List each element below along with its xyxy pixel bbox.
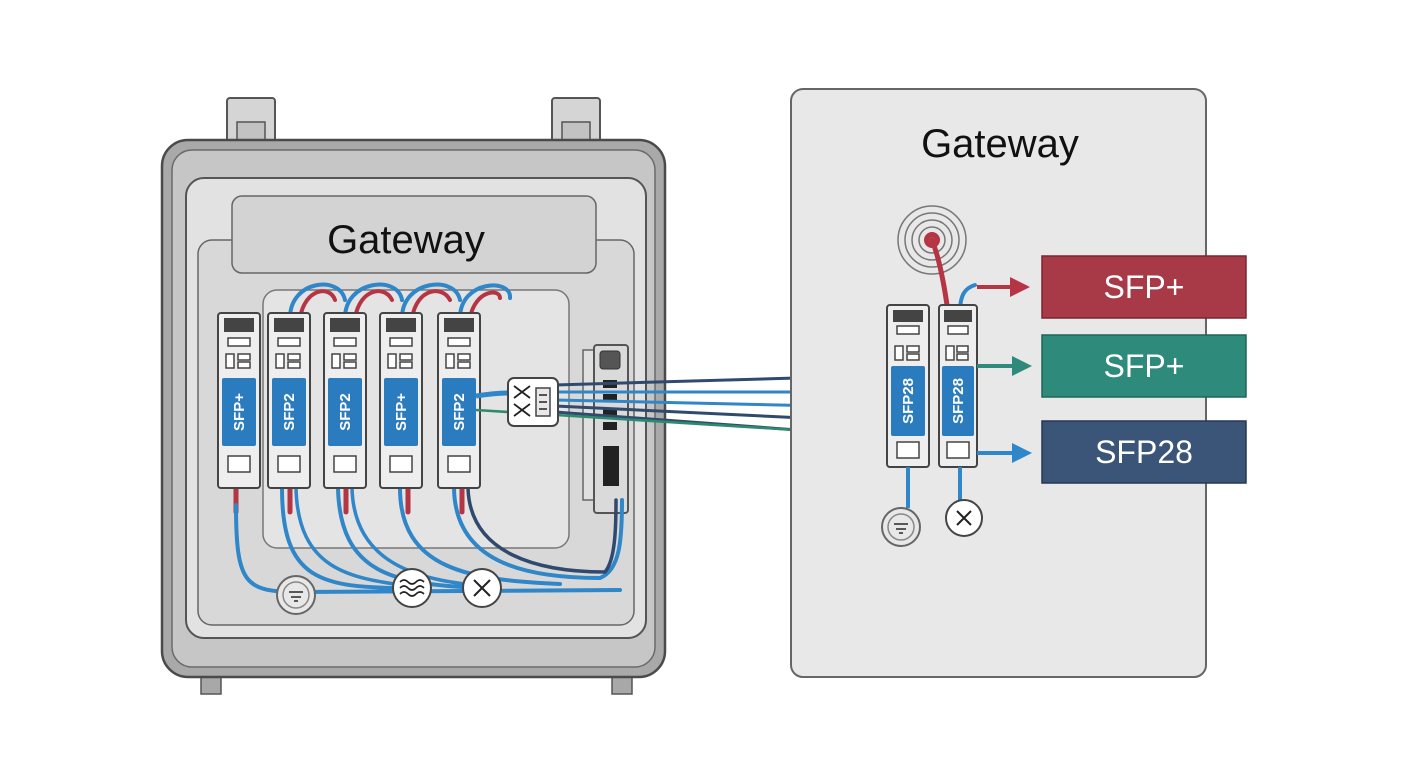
close-icon — [945, 499, 983, 537]
left-module-5-label: SFP2 — [451, 393, 468, 431]
left-sfp-module-1: SFP+ — [217, 312, 261, 489]
arrow-icon — [977, 443, 1032, 463]
right-panel: Gateway SFP28 — [790, 88, 1207, 678]
left-module-4-label: SFP+ — [393, 393, 410, 431]
right-panel-title: Gateway — [921, 122, 1079, 166]
left-module-1-label: SFP+ — [231, 393, 248, 431]
wave-icon — [392, 568, 432, 608]
right-sfp-module-2: SFP28 — [938, 304, 978, 468]
badge-3-label: SFP28 — [1095, 434, 1193, 470]
arrow-icon — [977, 356, 1032, 376]
left-title-plate — [231, 195, 597, 274]
ground-icon — [276, 575, 316, 615]
ground-icon — [881, 507, 921, 547]
left-module-2-label: SFP2 — [281, 393, 298, 431]
badge-sfp28-navy: SFP28 — [1041, 420, 1247, 484]
close-icon — [462, 568, 502, 608]
badge-sfp-plus-green: SFP+ — [1041, 334, 1247, 398]
left-sfp-module-4: SFP+ — [379, 312, 423, 489]
left-module-3-label: SFP2 — [337, 393, 354, 431]
arrow-icon — [977, 277, 1030, 297]
badge-2-label: SFP+ — [1104, 348, 1185, 384]
left-panel-title: Gateway — [327, 218, 485, 262]
left-sfp-module-2: SFP2 — [267, 312, 311, 489]
splice-connector — [507, 377, 559, 427]
left-sfp-module-3: SFP2 — [323, 312, 367, 489]
badge-sfp-plus-red: SFP+ — [1041, 255, 1247, 319]
left-sfp-module-5: SFP2 — [437, 312, 481, 489]
right-sfp-module-1: SFP28 — [886, 304, 930, 468]
patch-connector-block — [582, 344, 629, 514]
badge-1-label: SFP+ — [1104, 269, 1185, 305]
right-module-1-label: SFP28 — [900, 378, 917, 424]
right-module-2-label: SFP28 — [950, 378, 967, 424]
